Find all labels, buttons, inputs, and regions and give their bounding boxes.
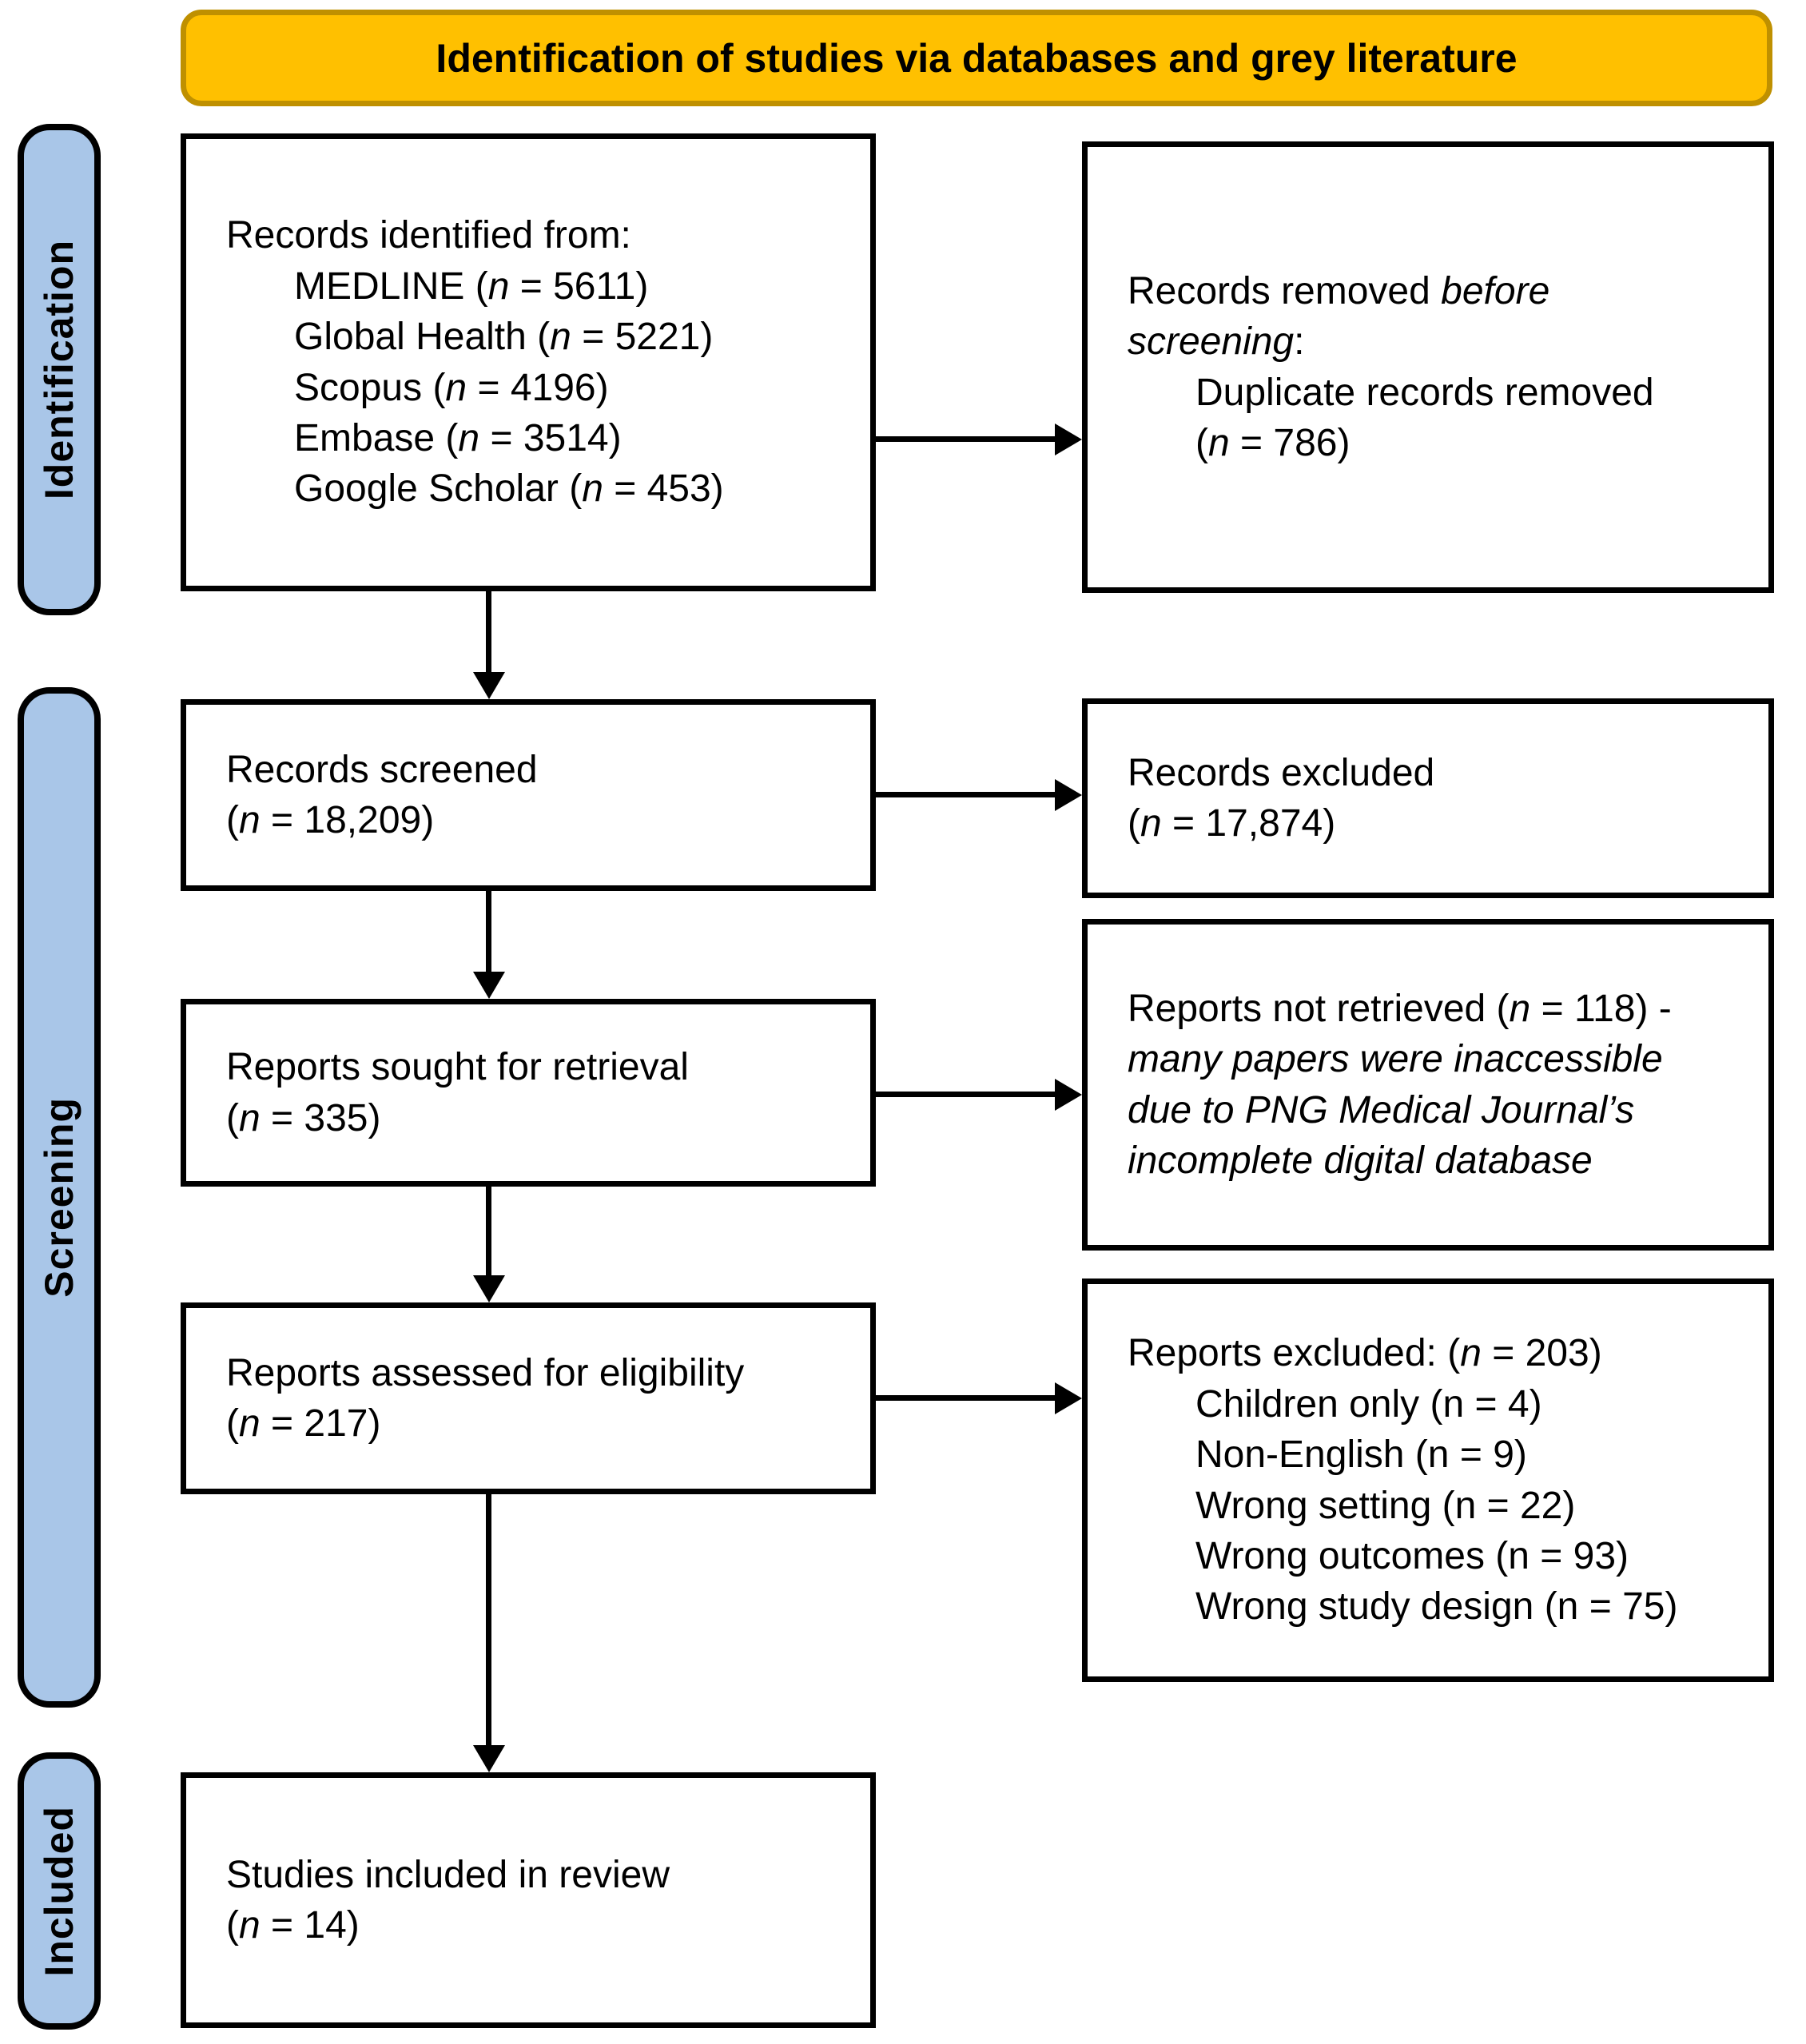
text-line: due to PNG Medical Journal’s (1128, 1088, 1635, 1131)
text-line: Embase (n = 3514) (294, 416, 622, 459)
text-line: Reports excluded: (n = 203) (1128, 1332, 1602, 1375)
box-studies-included: Studies included in review (n = 14) (181, 1772, 876, 2028)
text-line: many papers were inaccessible (1128, 1038, 1663, 1081)
text-line: MEDLINE (n = 5611) (294, 264, 649, 308)
stage-label-included: Included (18, 1752, 101, 2030)
text-line: Records screened (226, 748, 538, 791)
stage-label-screening: Screening (18, 687, 101, 1708)
box-records-screened: Records screened (n = 18,209) (181, 699, 876, 891)
text-line: Wrong outcomes (n = 93) (1195, 1534, 1629, 1577)
text-line: (n = 217) (226, 1402, 381, 1445)
text-line: Scopus (n = 4196) (294, 366, 609, 409)
text-line: Records excluded (1128, 751, 1435, 794)
text-line: Google Scholar (n = 453) (294, 467, 724, 511)
text-line: (n = 786) (1195, 421, 1351, 464)
text-line: (n = 18,209) (226, 799, 435, 841)
box-records-excluded: Records excluded (n = 17,874) (1082, 698, 1774, 898)
text-line: Records identified from: (226, 214, 631, 257)
text-line: screening: (1128, 320, 1305, 364)
stage-label-included-text: Included (37, 1805, 82, 1977)
text-line: Reports assessed for eligibility (226, 1351, 745, 1394)
box-records-removed-before-screening: Records removed before screening: Duplicat… (1082, 141, 1774, 593)
text-line: (n = 335) (226, 1096, 381, 1139)
text-line: Records removed before (1128, 269, 1550, 312)
stage-label-identification-text: Identification (37, 239, 82, 500)
box-reports-assessed: Reports assessed for eligibility (n = 217… (181, 1302, 876, 1494)
box-reports-not-retrieved: Reports not retrieved (n = 118) - many pa… (1082, 919, 1774, 1251)
text-line: Global Health (n = 5221) (294, 316, 714, 359)
text-line: Non-English (n = 9) (1195, 1434, 1527, 1477)
diagram-title-banner: Identification of studies via databases … (181, 10, 1772, 106)
text-line: (n = 17,874) (1128, 802, 1336, 845)
text-line: Reports sought for retrieval (226, 1046, 689, 1089)
text-line: Children only (n = 4) (1195, 1382, 1542, 1426)
box-records-identified: Records identified from: MEDLINE (n = 561… (181, 133, 876, 591)
diagram-title: Identification of studies via databases … (436, 35, 1518, 81)
box-reports-excluded-reasons: Reports excluded: (n = 203) Children only… (1082, 1278, 1774, 1682)
text-line: incomplete digital database (1128, 1139, 1593, 1182)
text-line: (n = 14) (226, 1904, 360, 1947)
stage-label-identification: Identification (18, 124, 101, 615)
box-reports-sought: Reports sought for retrieval (n = 335) (181, 999, 876, 1187)
text-line: Studies included in review (226, 1853, 670, 1896)
stage-label-screening-text: Screening (37, 1097, 82, 1298)
text-line: Wrong study design (n = 75) (1195, 1585, 1678, 1628)
text-line: Duplicate records removed (1195, 371, 1654, 414)
text-line: Reports not retrieved (n = 118) - (1128, 987, 1672, 1030)
text-line: Wrong setting (n = 22) (1195, 1484, 1576, 1527)
